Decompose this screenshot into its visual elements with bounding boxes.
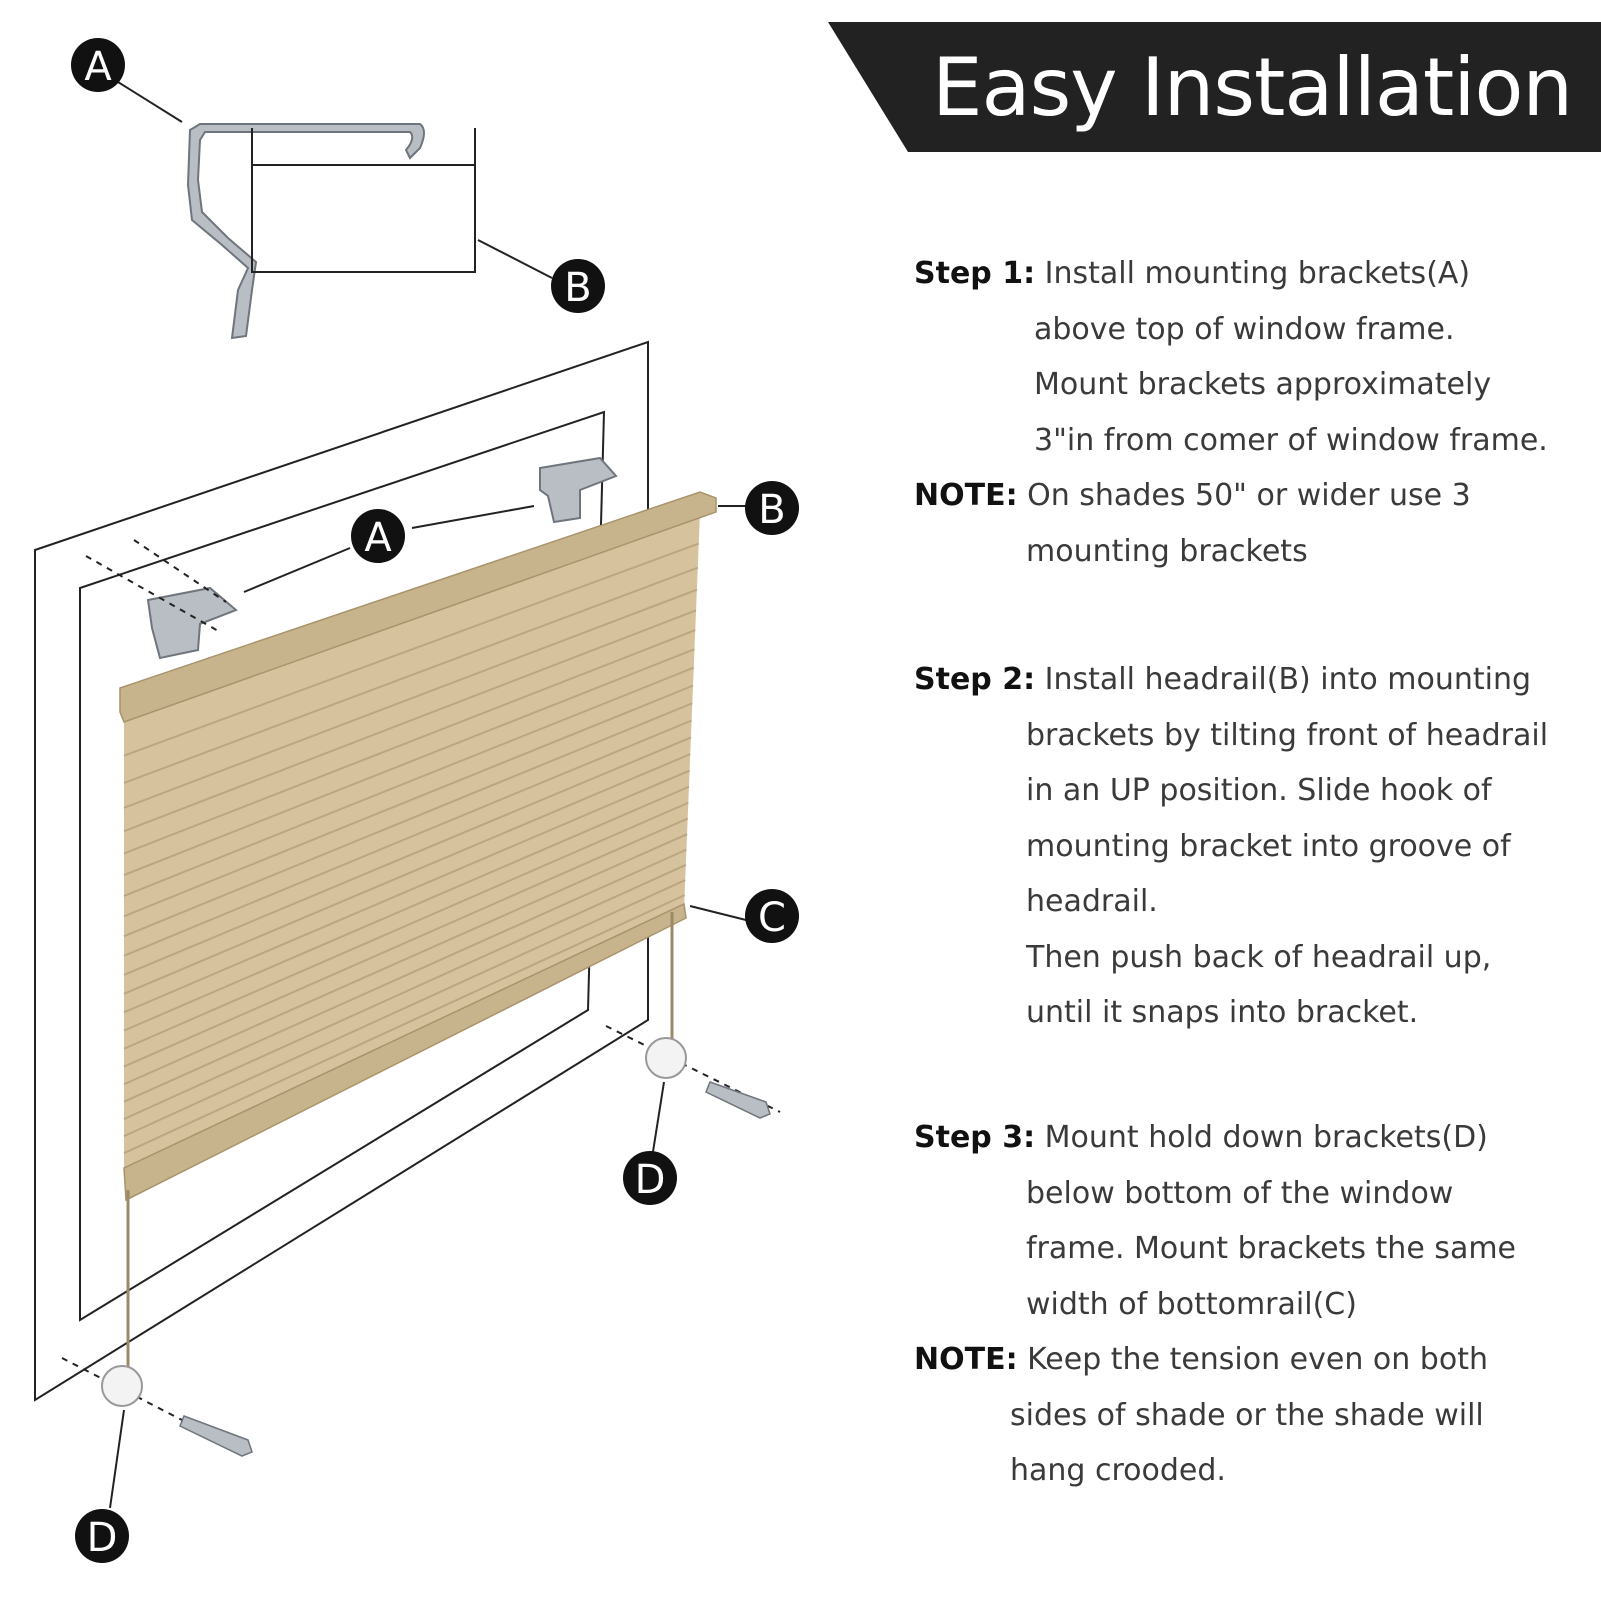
- mounting-brackets: [85, 456, 618, 660]
- step-3-note-line-3: hang crooded.: [1010, 1453, 1226, 1488]
- step-1-line-4: 3"in from comer of window frame.: [1034, 422, 1548, 458]
- pleat-line: [123, 864, 687, 1120]
- step-3-note-line-1: Keep the tension even on both: [1027, 1342, 1488, 1377]
- headrail: [119, 491, 717, 723]
- callout-d-left-label: D: [87, 1515, 118, 1561]
- step-2-line-3: in an UP position. Slide hook of: [1026, 773, 1492, 808]
- pleat-line: [123, 566, 699, 784]
- pleat-line: [123, 848, 687, 1103]
- leader-line-d-right: [651, 1081, 665, 1159]
- step-3-line-3: frame. Mount brackets the same: [1026, 1231, 1517, 1266]
- step-1-note: NOTE: On shades 50" or wider use 3: [914, 468, 1548, 524]
- step-1-note-line-1: On shades 50" or wider use 3: [1027, 478, 1471, 513]
- step-2-line-5: headrail.: [1026, 884, 1158, 919]
- installation-diagram: A B A B C D D: [34, 38, 799, 1563]
- hold-down-bracket-left: [101, 1365, 143, 1407]
- pleat-line: [123, 648, 695, 876]
- pleat-line: [123, 769, 690, 1014]
- step-2-line-7: until it snaps into bracket.: [1026, 995, 1419, 1030]
- callout-a-top: A: [71, 38, 125, 92]
- callout-a-top-label: A: [84, 44, 112, 90]
- inner-frame: [79, 410, 606, 1322]
- callout-d-left: D: [75, 1509, 129, 1563]
- callout-d-right-label: D: [635, 1157, 666, 1203]
- step-1: Step 1: Install mounting brackets(A) abo…: [914, 246, 1548, 579]
- guide-line-1: [85, 555, 221, 633]
- pleat-line: [123, 801, 689, 1050]
- bracket-left: [146, 586, 238, 660]
- step-3-note-label: NOTE:: [914, 1342, 1018, 1377]
- step-2-line-1: Install headrail(B) into mounting: [1044, 662, 1532, 697]
- callout-b-top-label: B: [564, 265, 591, 311]
- pleat-line: [123, 588, 698, 809]
- screw-right: [705, 1081, 771, 1119]
- callout-b-window-label: B: [758, 487, 785, 533]
- step-1-note-line-2: mounting brackets: [1026, 533, 1308, 569]
- step-3-line-4: width of bottomrail(C): [1026, 1286, 1357, 1322]
- hold-down-brackets: [61, 1025, 781, 1509]
- pleat-line: [123, 684, 694, 918]
- pleat-line: [123, 719, 693, 957]
- leader-line-d-left: [109, 1409, 125, 1509]
- step-3-label: Step 3:: [914, 1120, 1036, 1155]
- step-2: Step 2: Install headrail(B) into mountin…: [914, 652, 1548, 1041]
- step-3-note: NOTE: Keep the tension even on both: [914, 1332, 1516, 1388]
- screw-left: [179, 1415, 253, 1457]
- pleat-line: [123, 702, 693, 938]
- title-banner: [828, 22, 1601, 152]
- step-3: Step 3: Mount hold down brackets(D) belo…: [914, 1110, 1516, 1499]
- shade-fabric: [124, 512, 700, 1170]
- pleat-line: [123, 833, 688, 1086]
- leader-line-a-top: [117, 81, 183, 123]
- window-frame: [34, 340, 649, 1402]
- mounting-bracket-detail: [186, 123, 425, 340]
- leader-line-b-top: [477, 239, 553, 279]
- callout-b-window: B: [745, 481, 799, 535]
- pleat-line: [123, 542, 700, 757]
- pleat-line: [123, 894, 686, 1155]
- leader-line-c: [689, 905, 747, 921]
- callout-a-window: A: [351, 509, 405, 563]
- step-3-line-2: below bottom of the window: [1026, 1175, 1454, 1211]
- pleat-line: [123, 753, 691, 995]
- step-3-line-1: Mount hold down brackets(D): [1044, 1120, 1488, 1155]
- hold-down-bracket-right: [645, 1037, 687, 1079]
- shade-pleats: [123, 542, 700, 1155]
- leader-line-a-window-1: [243, 547, 351, 593]
- callout-d-right: D: [623, 1151, 677, 1205]
- guide-line-d-left: [61, 1357, 241, 1451]
- callout-b-top: B: [551, 259, 605, 313]
- step-2-line-6: Then push back of headrail up,: [1026, 939, 1492, 975]
- pleat-line: [123, 609, 697, 833]
- step-1-label: Step 1:: [914, 256, 1036, 291]
- callout-a-window-label: A: [364, 515, 392, 561]
- pleat-line: [123, 736, 692, 976]
- step-2-label: Step 2:: [914, 662, 1036, 697]
- step-1-line-1: Install mounting brackets(A): [1044, 256, 1471, 291]
- bracket-right: [539, 456, 618, 524]
- step-2-first-line: Step 2: Install headrail(B) into mountin…: [914, 652, 1548, 708]
- pleat-line: [123, 879, 686, 1138]
- step-1-line-2: above top of window frame.: [1034, 311, 1455, 347]
- outer-frame: [34, 340, 649, 1402]
- bottomrail: [123, 902, 687, 1202]
- bracket-detail: [117, 81, 553, 340]
- step-1-line-3: Mount brackets approximately: [1034, 367, 1492, 402]
- pleat-line: [123, 629, 696, 855]
- pleated-shade: [119, 491, 750, 1378]
- callout-c-label: C: [758, 895, 786, 941]
- pleat-line: [123, 666, 695, 897]
- step-1-first-line: Step 1: Install mounting brackets(A): [914, 246, 1548, 302]
- step-3-note-line-2: sides of shade or the shade will: [1010, 1397, 1484, 1433]
- leader-line-a-window-2: [411, 505, 535, 529]
- pleat-line: [123, 817, 689, 1068]
- callout-c: C: [745, 889, 799, 943]
- pleat-line: [123, 785, 690, 1032]
- step-3-first-line: Step 3: Mount hold down brackets(D): [914, 1110, 1516, 1166]
- step-2-line-4: mounting bracket into groove of: [1026, 828, 1511, 864]
- step-1-note-label: NOTE:: [914, 478, 1018, 513]
- headrail-profile: [251, 128, 476, 273]
- page-title: Easy Installation: [932, 41, 1573, 134]
- step-2-line-2: brackets by tilting front of headrail: [1026, 717, 1549, 753]
